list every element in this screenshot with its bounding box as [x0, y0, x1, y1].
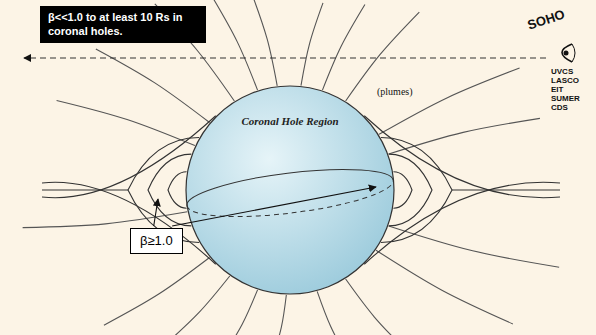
line-of-sight	[24, 57, 546, 58]
open-field-line	[364, 116, 560, 198]
plume-line	[23, 212, 188, 228]
closed-loop	[393, 172, 412, 208]
plume-line	[317, 291, 348, 335]
leader-line	[154, 199, 158, 226]
plumes-label: (plumes)	[377, 86, 413, 97]
eye-symbol	[572, 44, 575, 62]
open-field-line	[42, 116, 216, 198]
plume-line	[389, 118, 540, 154]
sun-disk: Coronal Hole Region	[185, 85, 395, 295]
closed-loop	[389, 154, 432, 226]
closed-loop	[381, 138, 452, 243]
plume-line	[322, 5, 364, 91]
beta-note-box: β<<1.0 to at least 10 Rs in coronal hole…	[40, 6, 206, 43]
plume-line	[376, 250, 513, 324]
closed-loop	[128, 138, 199, 243]
instrument-name: EIT	[551, 85, 563, 94]
spacecraft-name: SOHO	[526, 6, 567, 32]
eye-symbol	[562, 44, 572, 62]
streamer-stalk	[452, 189, 560, 190]
instrument-name: LASCO	[551, 76, 579, 85]
instrument-name: SUMER	[551, 94, 580, 103]
plume-line	[272, 295, 286, 335]
plume-line	[164, 276, 230, 335]
instrument-name: UVCS	[551, 67, 573, 76]
instrument-name: CDS	[551, 103, 568, 112]
eye-pupil	[564, 51, 569, 56]
plume-line	[223, 290, 258, 335]
beta-box: β≥1.0	[130, 228, 183, 254]
plume-line	[346, 279, 408, 335]
plume-line	[96, 49, 210, 123]
plume-line	[155, 4, 235, 101]
plume-line	[301, 3, 323, 86]
plume-line	[57, 100, 195, 145]
node-text: β<<1.0 to at least 10 Rs in coronal hole…	[48, 10, 198, 39]
node-text: Coronal Hole Region	[185, 115, 395, 128]
plume-line	[252, 0, 277, 86]
plume-line	[104, 257, 210, 325]
leader-line	[172, 187, 376, 226]
streamer-stalk	[42, 189, 128, 190]
plume-line	[389, 226, 559, 267]
open-field-line	[42, 182, 216, 264]
closed-loop	[168, 172, 187, 208]
open-field-line	[364, 182, 560, 264]
plume-line	[211, 0, 257, 90]
plume-line	[346, 12, 420, 101]
closed-loop	[148, 154, 191, 226]
node-text: β≥1.0	[140, 233, 173, 249]
plume-line	[379, 68, 520, 134]
equator-front	[184, 160, 393, 205]
